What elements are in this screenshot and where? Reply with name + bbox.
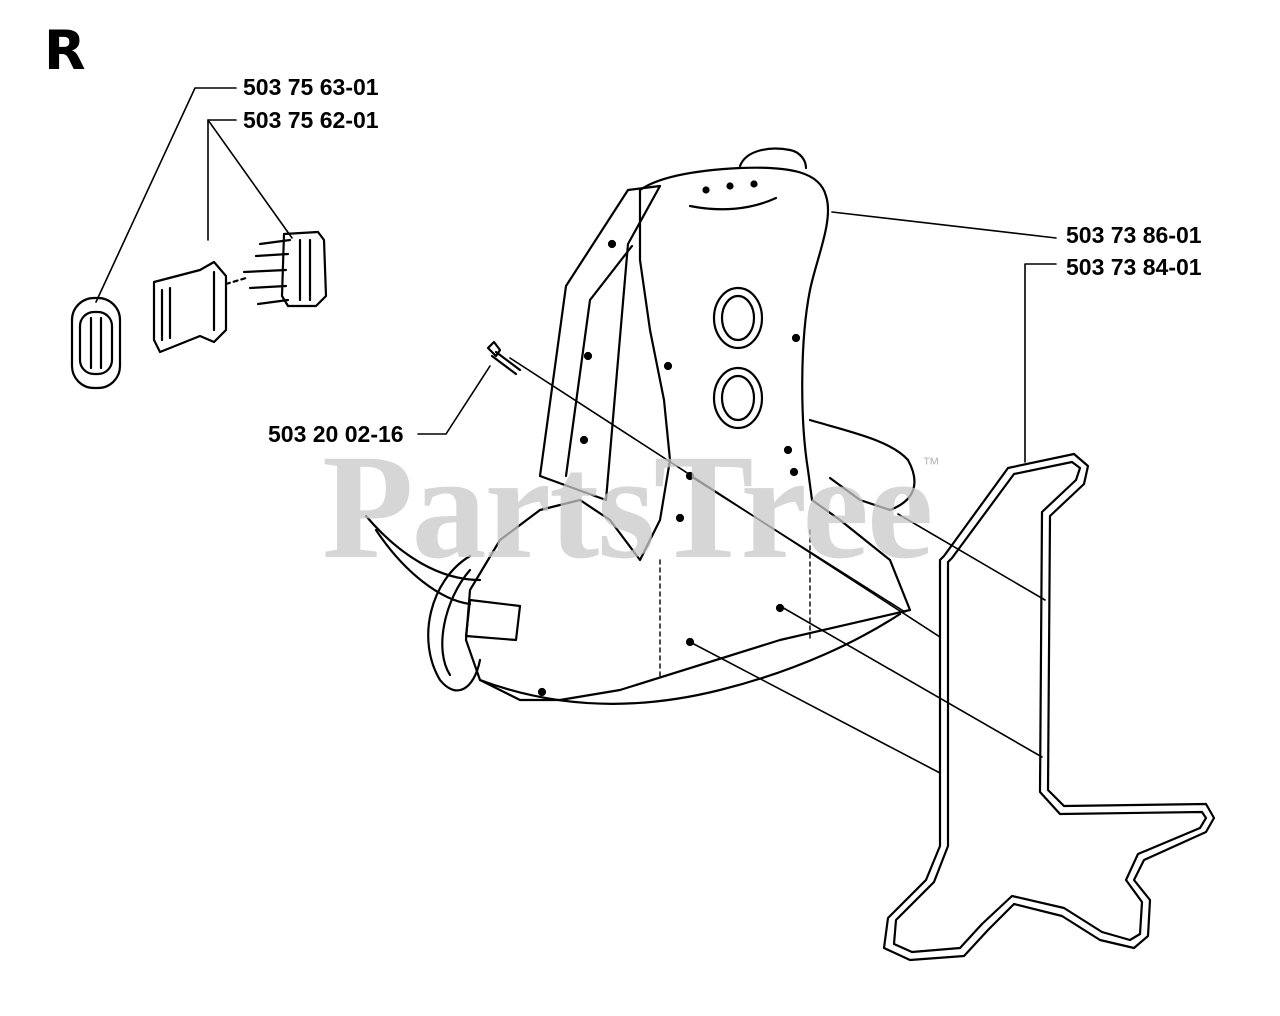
section-letter: R <box>44 19 86 82</box>
part-label-buckle[interactable]: 503 75 62-01 <box>243 107 379 133</box>
part-label-slider[interactable]: 503 75 63-01 <box>243 74 379 100</box>
part-label-harness[interactable]: 503 73 86-01 <box>1066 222 1202 248</box>
watermark-trademark: ™ <box>922 454 940 474</box>
buckle-female-icon <box>152 260 228 354</box>
part-label-back-frame[interactable]: 503 73 84-01 <box>1066 254 1202 280</box>
watermark-text: PartsTree <box>322 424 933 590</box>
harness-backpack-icon <box>364 147 916 706</box>
back-frame-icon <box>882 452 1216 962</box>
leader-lines <box>95 87 1057 774</box>
buckle-male-icon <box>224 230 328 308</box>
bolt-icon <box>486 340 522 376</box>
buckle-slider-icon <box>70 296 122 390</box>
part-label-bolt[interactable]: 503 20 02-16 <box>268 421 404 447</box>
